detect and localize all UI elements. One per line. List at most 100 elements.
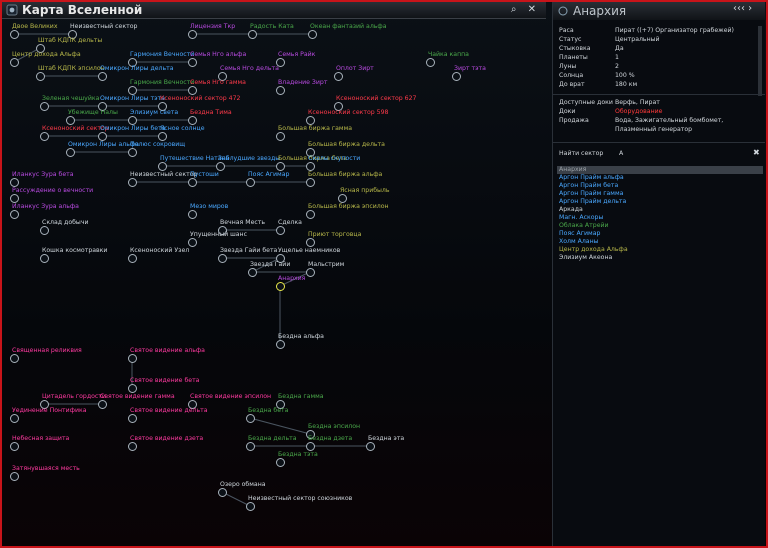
sector-label[interactable]: Гармония Вечности — [130, 79, 195, 86]
sector-node[interactable] — [10, 472, 19, 481]
sector-node[interactable] — [40, 226, 49, 235]
sector-node[interactable] — [128, 86, 137, 95]
sector-node[interactable] — [188, 58, 197, 67]
sector-label[interactable]: Кошка космотравки — [42, 247, 108, 254]
sector-label[interactable]: Бездна бета — [248, 407, 289, 414]
sector-node[interactable] — [66, 148, 75, 157]
sector-label[interactable]: Семья Райк — [278, 51, 316, 58]
find-sector-input[interactable]: А — [619, 150, 624, 157]
sector-node[interactable] — [10, 178, 19, 187]
sector-node[interactable] — [158, 132, 167, 141]
sector-label[interactable]: Семья Нго альфа — [190, 51, 247, 58]
sector-node[interactable] — [128, 58, 137, 67]
sector-node[interactable] — [98, 102, 107, 111]
sector-node[interactable] — [36, 72, 45, 81]
sector-label[interactable]: Затянувшаяся месть — [12, 465, 80, 472]
sector-label[interactable]: Цитадель гордости — [42, 393, 106, 400]
search-result-item[interactable]: Аргон Прайм дельта — [559, 198, 627, 205]
sector-node[interactable] — [366, 442, 375, 451]
sector-node[interactable] — [128, 116, 137, 125]
sector-node[interactable] — [128, 354, 137, 363]
sector-label[interactable]: Штаб КДПК эпсилон — [38, 65, 105, 72]
sector-label[interactable]: Святое видение бета — [130, 377, 200, 384]
sector-node[interactable] — [98, 72, 107, 81]
sector-label[interactable]: Бездна гамма — [278, 393, 324, 400]
sector-node[interactable] — [246, 502, 255, 511]
sector-label[interactable]: Полюс сокровищ — [130, 141, 186, 148]
sector-label[interactable]: Святое видение эпсилон — [190, 393, 272, 400]
sector-node[interactable] — [306, 442, 315, 451]
sector-node[interactable] — [128, 442, 137, 451]
sector-node[interactable] — [218, 488, 227, 497]
search-result-item[interactable]: Аркада — [559, 206, 583, 213]
sector-node[interactable] — [10, 442, 19, 451]
sector-label[interactable]: Семья Нго дельта — [220, 65, 279, 72]
sector-label[interactable]: Неизвестный сектор — [130, 171, 198, 178]
search-result-item[interactable]: Аргон Прайм бета — [559, 182, 619, 189]
sector-node[interactable] — [248, 268, 257, 277]
sector-node[interactable] — [158, 102, 167, 111]
sector-label[interactable]: Звезда Гайи — [250, 261, 291, 268]
sector-label[interactable]: Омикрон Лиры дельта — [100, 65, 174, 72]
sector-node[interactable] — [10, 210, 19, 219]
info-scrollbar[interactable] — [758, 26, 762, 96]
sector-label[interactable]: Омикрон Лиры тэта — [100, 95, 165, 102]
sector-label[interactable]: Пояс Агимар — [248, 171, 290, 178]
sector-node[interactable] — [128, 414, 137, 423]
sector-label[interactable]: Иланкус Зура бета — [12, 171, 74, 178]
sector-node[interactable] — [276, 132, 285, 141]
sector-label[interactable]: Ущелье наемников — [278, 247, 341, 254]
sector-node[interactable] — [306, 178, 315, 187]
sector-node[interactable] — [218, 226, 227, 235]
sector-label[interactable]: Путешествие Натана — [160, 155, 230, 162]
search-result-item[interactable]: Пояс Агимар — [559, 230, 601, 237]
sector-label[interactable]: Большая биржа бета — [278, 155, 347, 162]
sector-node[interactable] — [98, 400, 107, 409]
sector-node[interactable] — [40, 400, 49, 409]
sector-node[interactable] — [276, 86, 285, 95]
sector-label[interactable]: Оплот Зирт — [336, 65, 374, 72]
search-result-item[interactable]: Центр дохода Альфа — [559, 246, 628, 253]
sector-node[interactable] — [188, 210, 197, 219]
sector-label[interactable]: Рассуждение о вечности — [12, 187, 94, 194]
sector-label[interactable]: Святое видение дзета — [130, 435, 204, 442]
sector-label[interactable]: Уединение Понтифика — [12, 407, 87, 414]
sector-label[interactable]: Элизиум света — [130, 109, 179, 116]
sector-label[interactable]: Радость Ката — [250, 23, 294, 30]
sector-node[interactable] — [306, 162, 315, 171]
search-result-item[interactable]: Аргон Прайм гамма — [559, 190, 624, 197]
sector-label[interactable]: Бездна эта — [368, 435, 405, 442]
sector-node[interactable] — [10, 30, 19, 39]
sector-node[interactable] — [306, 430, 315, 439]
sector-label[interactable]: Большая биржа гамма — [278, 125, 353, 132]
sector-label[interactable]: Святое видение альфа — [130, 347, 205, 354]
sector-label[interactable]: Зеленая чешуйка — [42, 95, 100, 102]
sector-label[interactable]: Гармония Вечности — [130, 51, 195, 58]
sector-label[interactable]: Мальстрим — [308, 261, 345, 268]
sector-label[interactable]: Центр дохода Альфа — [12, 51, 81, 58]
sector-label[interactable]: Ксеноноский сектор 627 — [336, 95, 417, 102]
sector-node[interactable] — [128, 148, 137, 157]
sector-label[interactable]: Бездна дельта — [248, 435, 297, 442]
sector-label[interactable]: Небесная защита — [12, 435, 70, 442]
sector-node[interactable] — [188, 400, 197, 409]
sector-node[interactable] — [10, 58, 19, 67]
sector-label[interactable]: Омикрон Лиры бета — [100, 125, 166, 132]
sector-label[interactable]: Ясная прибыль — [340, 187, 390, 194]
sector-label[interactable]: Заблудшие звезды — [218, 155, 281, 162]
sector-node[interactable] — [68, 30, 77, 39]
sector-node[interactable] — [128, 254, 137, 263]
search-result-item[interactable]: Аргон Прайм альфа — [559, 174, 624, 181]
search-result-item[interactable]: Облака Атрейи — [559, 222, 609, 229]
sector-node[interactable] — [246, 178, 255, 187]
sector-label[interactable]: Лицензия Ткр — [190, 23, 236, 30]
sector-node[interactable] — [188, 116, 197, 125]
sector-node[interactable] — [306, 238, 315, 247]
search-result-item[interactable]: Магн. Аскоры — [559, 214, 604, 221]
sector-label[interactable]: Большая биржа дельта — [308, 141, 385, 148]
sector-label[interactable]: Вечная Месть — [220, 219, 266, 226]
sector-label[interactable]: Склад добычи — [42, 219, 89, 226]
sector-label[interactable]: Бездна тэта — [278, 451, 318, 458]
sector-node[interactable] — [426, 58, 435, 67]
